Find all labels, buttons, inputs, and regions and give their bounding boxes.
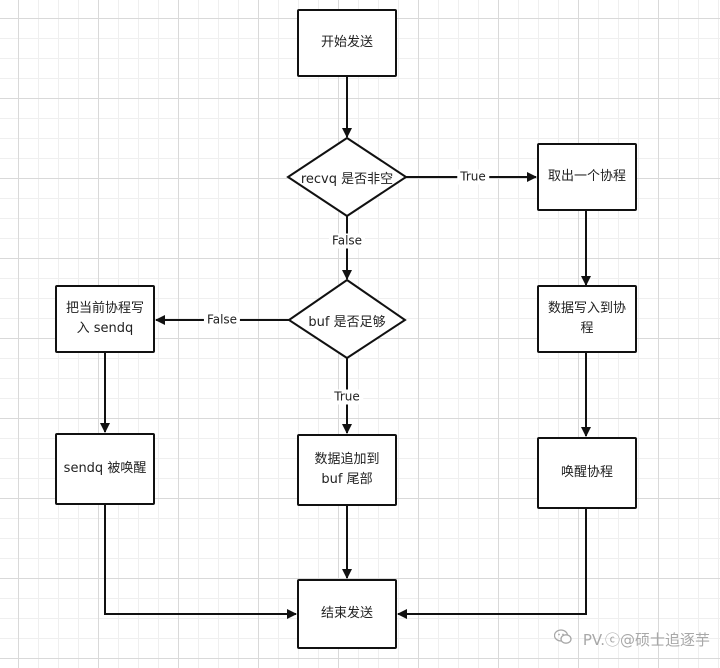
start-label: 开始发送 [320,35,373,50]
wake-goroutine-node: 唤醒协程 [537,437,637,509]
edge-label-recvq-true: True [457,169,489,185]
write-data-node: 数据写入到协 程 [537,285,637,353]
edge-wake-to-end [397,509,587,619]
watermark-text: PV.ⓒ@硕士追逐芋 [582,631,710,649]
write-sendq-label-line1: 把当前协程写 [65,301,144,316]
watermark: PV.ⓒ@硕士追逐芋 [553,629,710,650]
edge-label-recvq-false: False [328,233,366,249]
edge-woken-to-end [104,505,297,619]
append-buf-label-line1: 数据追加到 [314,452,380,467]
recvq-decision-label: recvq 是否非空 [300,171,394,187]
write-data-label-line2: 程 [580,321,594,336]
end-node: 结束发送 [297,579,397,649]
take-goroutine-label: 取出一个协程 [547,169,626,184]
append-buf-node: 数据追加到 buf 尾部 [297,434,397,506]
end-label: 结束发送 [320,606,373,621]
wechat-icon [553,629,577,649]
take-goroutine-node: 取出一个协程 [537,143,637,211]
write-data-label-line1: 数据写入到协 [547,301,626,316]
append-buf-label-line2: buf 尾部 [321,472,373,487]
write-sendq-label-line2: 入 sendq [76,321,134,336]
start-node: 开始发送 [297,9,397,77]
write-sendq-node: 把当前协程写 入 sendq [55,285,155,353]
sendq-woken-node: sendq 被唤醒 [55,433,155,505]
sendq-woken-label: sendq 被唤醒 [63,461,147,476]
edge-label-buf-false: False [203,312,241,328]
edge-label-buf-true: True [331,389,363,405]
buf-decision-label: buf 是否足够 [308,314,386,330]
wake-goroutine-label: 唤醒协程 [560,465,613,480]
